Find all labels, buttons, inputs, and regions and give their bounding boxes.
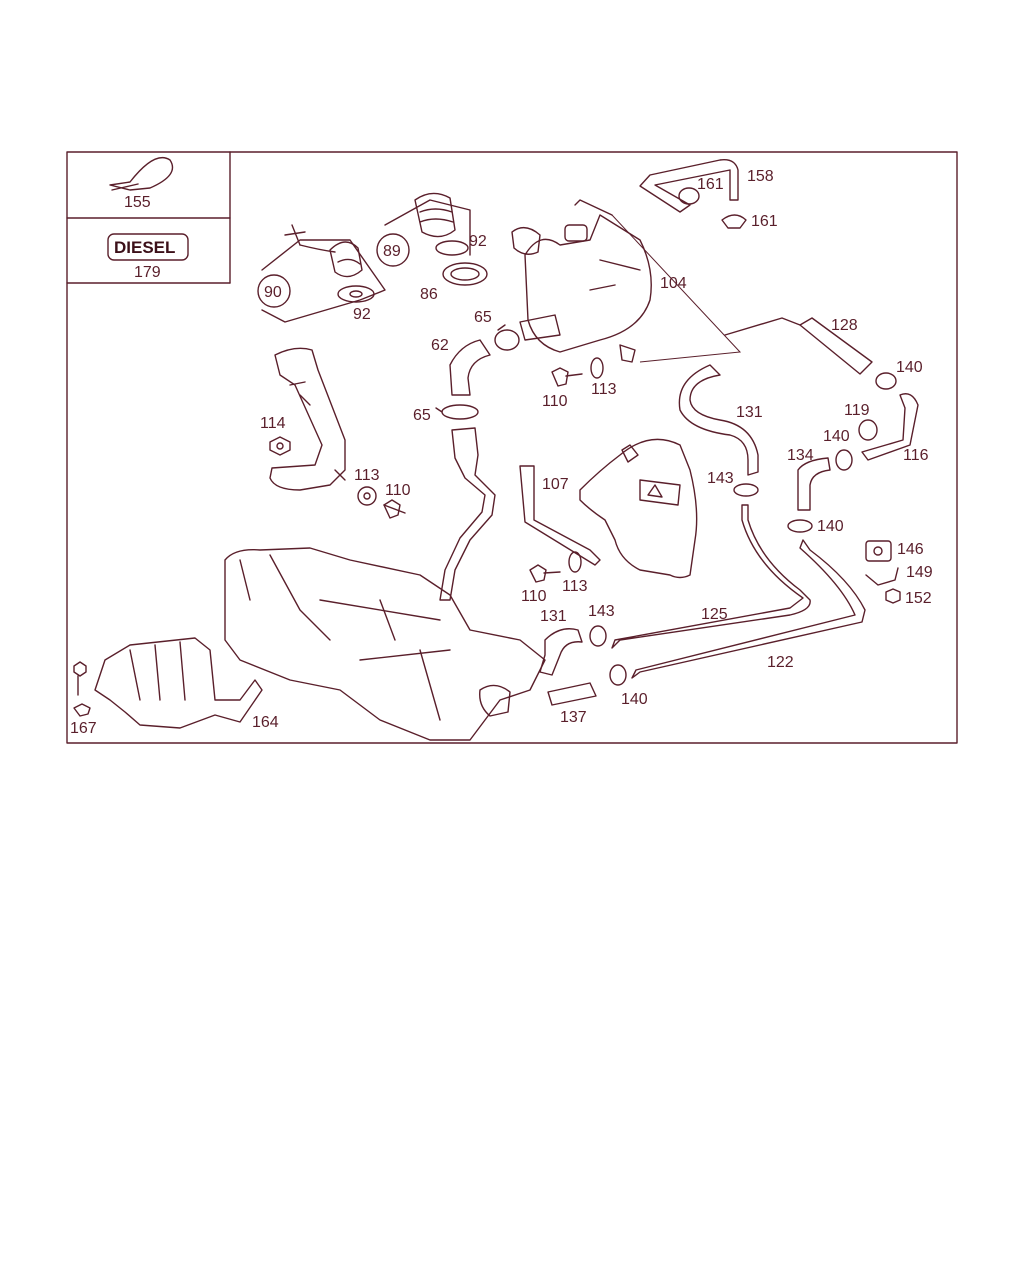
- label-part-164: 164: [252, 714, 279, 731]
- bolt-110-upper: [551, 367, 583, 387]
- label-part-140-c: 140: [817, 518, 844, 535]
- bolt-110-left: [383, 499, 406, 519]
- nut-167: [73, 661, 91, 717]
- label-part-107: 107: [542, 476, 569, 493]
- label-part-92-upper: 92: [469, 233, 487, 250]
- hose-158: [639, 159, 739, 213]
- clamp-119: [858, 419, 878, 441]
- cable-tie-icon: [109, 156, 174, 191]
- label-part-158: 158: [747, 168, 774, 185]
- hose-clamp-65-lower: [435, 404, 479, 420]
- label-part-146: 146: [897, 541, 924, 558]
- washer-113-upper: [590, 357, 604, 379]
- cap-assembly-89: [384, 192, 488, 286]
- filler-pipe: [269, 347, 346, 491]
- diesel-tag-text: DIESEL: [114, 238, 175, 257]
- label-part-140-b: 140: [823, 428, 850, 445]
- label-part-131-lower: 131: [540, 608, 567, 625]
- label-part-155: 155: [124, 194, 151, 211]
- label-part-167: 167: [70, 720, 97, 737]
- label-part-131-upper: 131: [736, 404, 763, 421]
- diagram-frame: [66, 151, 958, 744]
- label-part-122: 122: [767, 654, 794, 671]
- clamp-143-upper: [733, 483, 759, 497]
- hose-62: [449, 339, 491, 396]
- label-part-179: 179: [134, 264, 161, 281]
- label-part-65-lower: 65: [413, 407, 431, 424]
- hose-131-upper: [678, 364, 759, 476]
- label-part-143-lower: 143: [588, 603, 615, 620]
- hose-131-lower: [539, 628, 583, 676]
- callout-circle-90: [257, 274, 291, 308]
- label-part-113-a: 113: [591, 381, 617, 398]
- hose-116: [861, 393, 919, 461]
- label-part-119: 119: [844, 402, 870, 419]
- label-part-113-b: 113: [354, 467, 380, 484]
- washer-113-left: [357, 486, 377, 506]
- clamp-140-lower: [609, 664, 627, 686]
- expansion-tank-104: [511, 199, 652, 363]
- hose-137: [547, 682, 597, 706]
- clip-149: [865, 567, 899, 586]
- label-part-65-upper: 65: [474, 309, 492, 326]
- label-part-86: 86: [420, 286, 438, 303]
- hose-128: [724, 317, 873, 375]
- nut-114: [269, 436, 291, 456]
- bracket-146: [865, 540, 892, 562]
- callout-circle-89: [376, 233, 410, 267]
- label-part-110-c: 110: [521, 588, 547, 605]
- clamp-140-right-upper: [875, 372, 897, 390]
- heat-shield-164: [94, 637, 263, 729]
- label-part-143-upper: 143: [707, 470, 734, 487]
- clamp-161-upper: [678, 187, 700, 205]
- filler-cap-assembly: [261, 224, 386, 323]
- label-part-104: 104: [660, 275, 687, 292]
- bolt-110-lower: [529, 564, 561, 583]
- diesel-tag-icon: [107, 233, 189, 261]
- label-part-113-c: 113: [562, 578, 588, 595]
- clamp-140-right-lower: [787, 519, 813, 533]
- washer-113-lower: [568, 551, 582, 573]
- label-part-92-lower: 92: [353, 306, 371, 323]
- reservoir-107: [579, 438, 698, 579]
- label-part-137: 137: [560, 709, 587, 726]
- label-part-161-lower: 161: [751, 213, 778, 230]
- label-part-134: 134: [787, 447, 814, 464]
- clamp-140-right-mid: [835, 449, 853, 471]
- fuel-tank: [224, 547, 546, 741]
- label-part-114: 114: [260, 415, 286, 432]
- label-part-62: 62: [431, 337, 449, 354]
- label-part-110-b: 110: [385, 482, 411, 499]
- label-part-116: 116: [903, 447, 929, 464]
- hose-134: [797, 457, 831, 511]
- bracket-107: [519, 465, 601, 566]
- label-part-110-a: 110: [542, 393, 568, 410]
- label-part-140-a: 140: [896, 359, 923, 376]
- label-part-152: 152: [905, 590, 932, 607]
- tank-filler-pipe: [439, 427, 496, 601]
- label-part-89: 89: [383, 243, 401, 260]
- label-part-140-d: 140: [621, 691, 648, 708]
- label-part-149: 149: [906, 564, 933, 581]
- label-part-161-upper: 161: [697, 176, 724, 193]
- clamp-161-lower: [721, 214, 747, 229]
- label-part-90: 90: [264, 284, 282, 301]
- pipe-122: [631, 539, 866, 679]
- leader-line-104: [611, 214, 742, 363]
- nut-152: [885, 588, 901, 604]
- label-part-125: 125: [701, 606, 728, 623]
- hose-clamp-65-upper: [494, 324, 520, 351]
- pipe-125: [611, 504, 811, 649]
- clamp-143-lower: [589, 625, 607, 647]
- label-part-128: 128: [831, 317, 858, 334]
